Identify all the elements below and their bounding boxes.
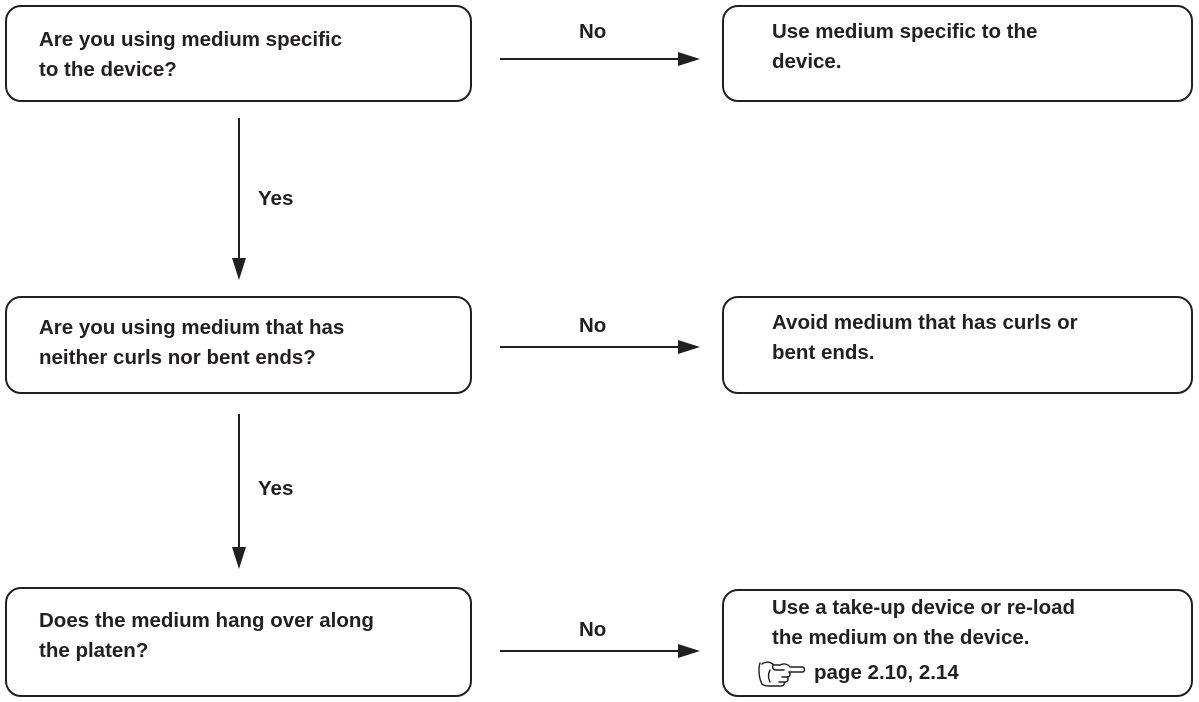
question-3-text: Does the medium hang over along the plat… [39, 609, 374, 662]
action-box-2: Avoid medium that has curls or bent ends… [722, 296, 1193, 394]
no-arrow-3-head [678, 644, 700, 658]
yes-label-1: Yes [258, 187, 294, 210]
page-reference-text: page 2.10, 2.14 [814, 661, 959, 684]
action-box-3: Use a take-up device or re-load the medi… [722, 589, 1193, 697]
yes-arrow-2-head [232, 547, 246, 569]
question-1-text: Are you using medium specific to the dev… [39, 28, 343, 81]
yes-arrow-1-head [232, 258, 246, 280]
no-arrow-1-head [678, 52, 700, 66]
no-label-3: No [579, 618, 607, 641]
action-1-text: Use medium specific to the device. [772, 20, 1038, 73]
question-box-3: Does the medium hang over along the plat… [5, 587, 472, 697]
question-box-2: Are you using medium that has neither cu… [5, 296, 472, 394]
action-box-1: Use medium specific to the device. [722, 5, 1193, 102]
action-2-text: Avoid medium that has curls or bent ends… [772, 311, 1078, 364]
question-2-text: Are you using medium that has neither cu… [39, 316, 345, 369]
pointing-hand-reference-icon [758, 661, 806, 687]
page-reference: page 2.10, 2.14 [756, 658, 959, 688]
no-label-1: No [579, 20, 607, 43]
no-arrow-2-head [678, 340, 700, 354]
action-3-text: Use a take-up device or re-load the medi… [772, 596, 1076, 649]
question-box-1: Are you using medium specific to the dev… [5, 5, 472, 102]
yes-label-2: Yes [258, 477, 294, 500]
no-label-2: No [579, 314, 607, 337]
